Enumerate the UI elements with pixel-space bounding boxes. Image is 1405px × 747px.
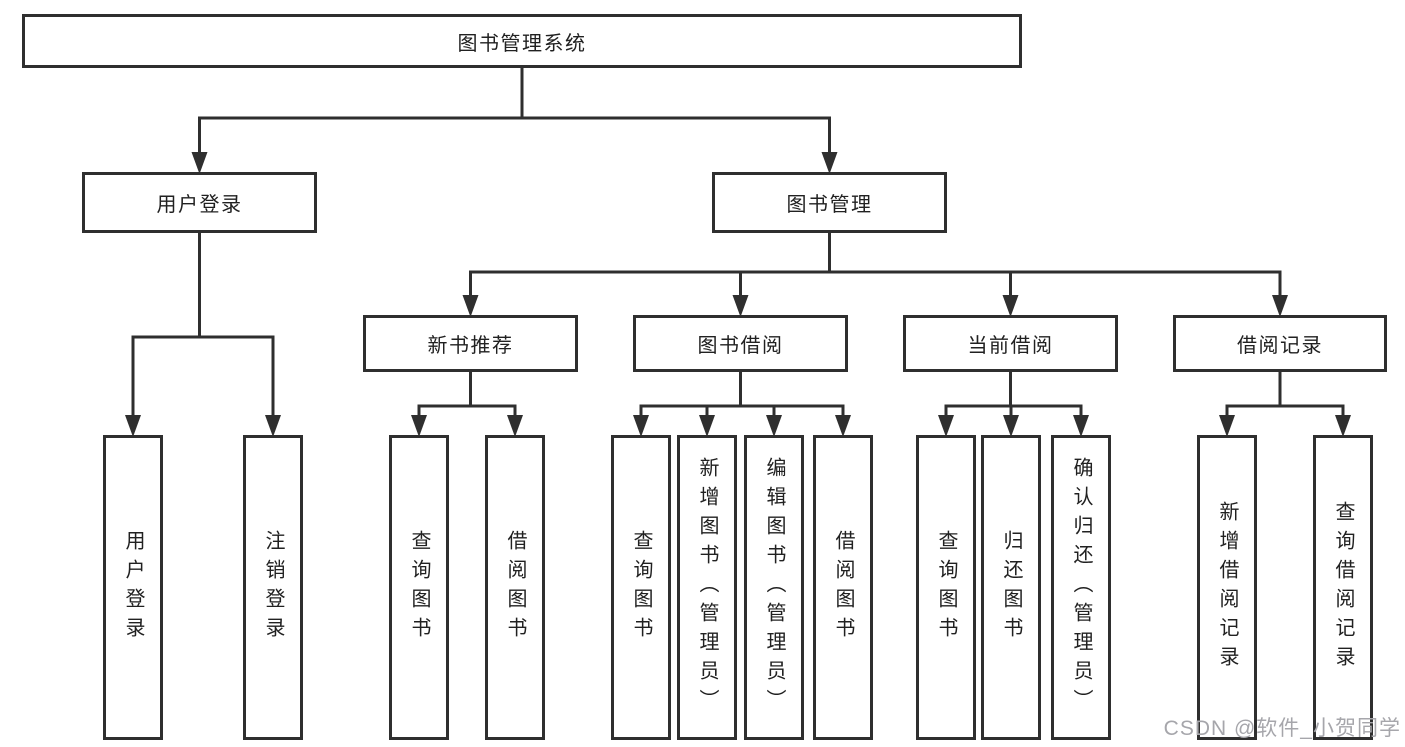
node-user-login: 用户登录 — [82, 172, 317, 233]
node-search-books-2: 查询图书 — [611, 435, 671, 740]
arrowhead-icon — [766, 415, 782, 437]
arrowhead-icon — [191, 152, 208, 174]
arrowhead-icon — [411, 415, 427, 437]
node-label: 查询图书 — [408, 529, 430, 646]
node-confirm-return-admin: 确认归还（管理员） — [1051, 435, 1111, 740]
node-search-books-3: 查询图书 — [916, 435, 976, 740]
arrowhead-icon — [265, 415, 281, 437]
node-label: 当前借阅 — [967, 335, 1054, 357]
node-add-book-admin: 新增图书（管理员） — [677, 435, 737, 740]
arrowhead-icon — [633, 415, 649, 437]
node-current-borrowing: 当前借阅 — [903, 315, 1118, 372]
node-label: 用户登录 — [156, 194, 243, 216]
node-label: 借阅记录 — [1237, 335, 1323, 357]
node-library-management-system: 图书管理系统 — [22, 14, 1022, 68]
node-label: 查询图书 — [630, 529, 652, 646]
arrowhead-icon — [699, 415, 715, 437]
arrowhead-icon — [462, 295, 479, 317]
arrowhead-icon — [732, 295, 749, 317]
node-label: 图书管理系统 — [457, 32, 587, 55]
node-label: 借阅图书 — [832, 529, 854, 646]
arrowhead-icon — [938, 415, 954, 437]
node-edit-book-admin: 编辑图书（管理员） — [744, 435, 804, 740]
arrowhead-icon — [1073, 415, 1089, 437]
arrowhead-icon — [125, 415, 141, 437]
node-label: 确认归还（管理员） — [1070, 457, 1092, 718]
node-book-borrowing: 图书借阅 — [633, 315, 848, 372]
node-label: 查询借阅记录 — [1332, 500, 1354, 675]
node-search-borrow-record: 查询借阅记录 — [1313, 435, 1373, 740]
node-label: 注销登录 — [262, 529, 284, 646]
node-search-books-1: 查询图书 — [389, 435, 449, 740]
node-borrow-records: 借阅记录 — [1173, 315, 1387, 372]
node-label: 新书推荐 — [427, 335, 514, 357]
arrowhead-icon — [1272, 295, 1288, 317]
node-label: 新增借阅记录 — [1216, 500, 1238, 675]
node-label: 图书管理 — [786, 194, 873, 216]
node-label: 编辑图书（管理员） — [763, 457, 785, 718]
arrowhead-icon — [1002, 295, 1019, 317]
watermark: CSDN @软件_小贺同学 — [1163, 717, 1401, 740]
arrowhead-icon — [1219, 415, 1235, 437]
node-user-login-leaf: 用户登录 — [103, 435, 163, 740]
node-label: 归还图书 — [1000, 529, 1022, 646]
node-new-book-recommend: 新书推荐 — [363, 315, 578, 372]
node-label: 图书借阅 — [697, 335, 784, 357]
node-borrow-books-2: 借阅图书 — [813, 435, 873, 740]
arrowhead-icon — [835, 415, 851, 437]
node-logout-login: 注销登录 — [243, 435, 303, 740]
node-add-borrow-record: 新增借阅记录 — [1197, 435, 1257, 740]
node-label: 查询图书 — [935, 529, 957, 646]
node-return-books: 归还图书 — [981, 435, 1041, 740]
node-book-management: 图书管理 — [712, 172, 947, 233]
arrowhead-icon — [507, 415, 523, 437]
arrowhead-icon — [1003, 415, 1019, 437]
node-label: 新增图书（管理员） — [696, 457, 718, 718]
arrowhead-icon — [821, 152, 838, 174]
node-label: 借阅图书 — [504, 529, 526, 646]
arrowhead-icon — [1335, 415, 1351, 437]
node-label: 用户登录 — [122, 529, 144, 646]
node-borrow-books-1: 借阅图书 — [485, 435, 545, 740]
